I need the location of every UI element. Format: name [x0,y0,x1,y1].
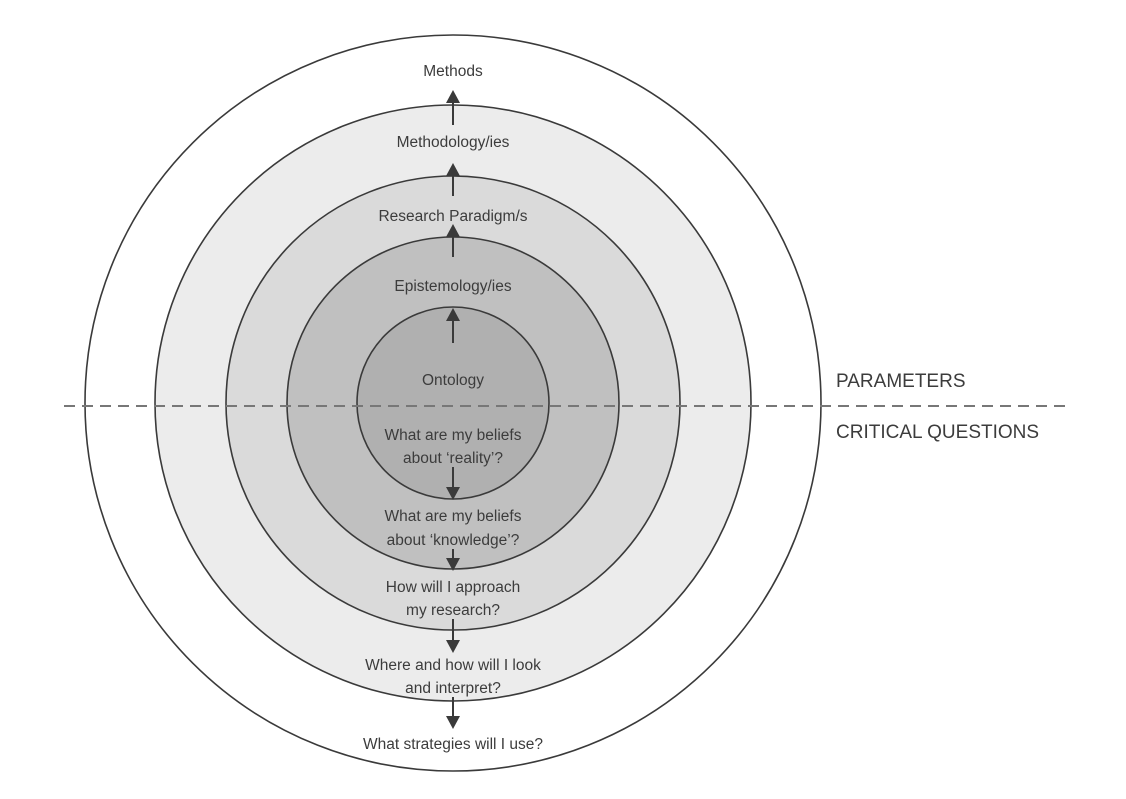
arrow-up-icon [446,308,460,343]
label-methods: Methods [423,63,483,80]
question-methods: What strategies will I use? [363,736,543,753]
label-epistemology: Epistemology/ies [394,278,511,295]
label-ontology: Ontology [422,372,484,389]
question-paradigm-line1: How will I approach [386,579,520,596]
question-ontology-line1: What are my beliefs [385,427,522,444]
arrow-down-icon [446,467,460,500]
arrow-up-icon [446,224,460,257]
side-label-critical-questions: CRITICAL QUESTIONS [836,422,1039,443]
arrow-down-icon [446,619,460,653]
arrow-down-icon [446,697,460,729]
question-paradigm-line2: my research? [406,602,500,619]
question-ontology-line2: about ‘reality’? [403,450,503,467]
label-methodology: Methodology/ies [397,134,510,151]
arrow-up-icon [446,90,460,125]
arrow-up-icon [446,163,460,196]
question-epistemology-line2: about ‘knowledge’? [387,532,520,549]
question-epistemology-line1: What are my beliefs [385,508,522,525]
side-label-parameters: PARAMETERS [836,371,966,392]
label-paradigm: Research Paradigm/s [378,208,527,225]
question-methodology-line2: and interpret? [405,680,501,697]
question-methodology-line1: Where and how will I look [365,657,541,674]
arrow-down-icon [446,549,460,571]
